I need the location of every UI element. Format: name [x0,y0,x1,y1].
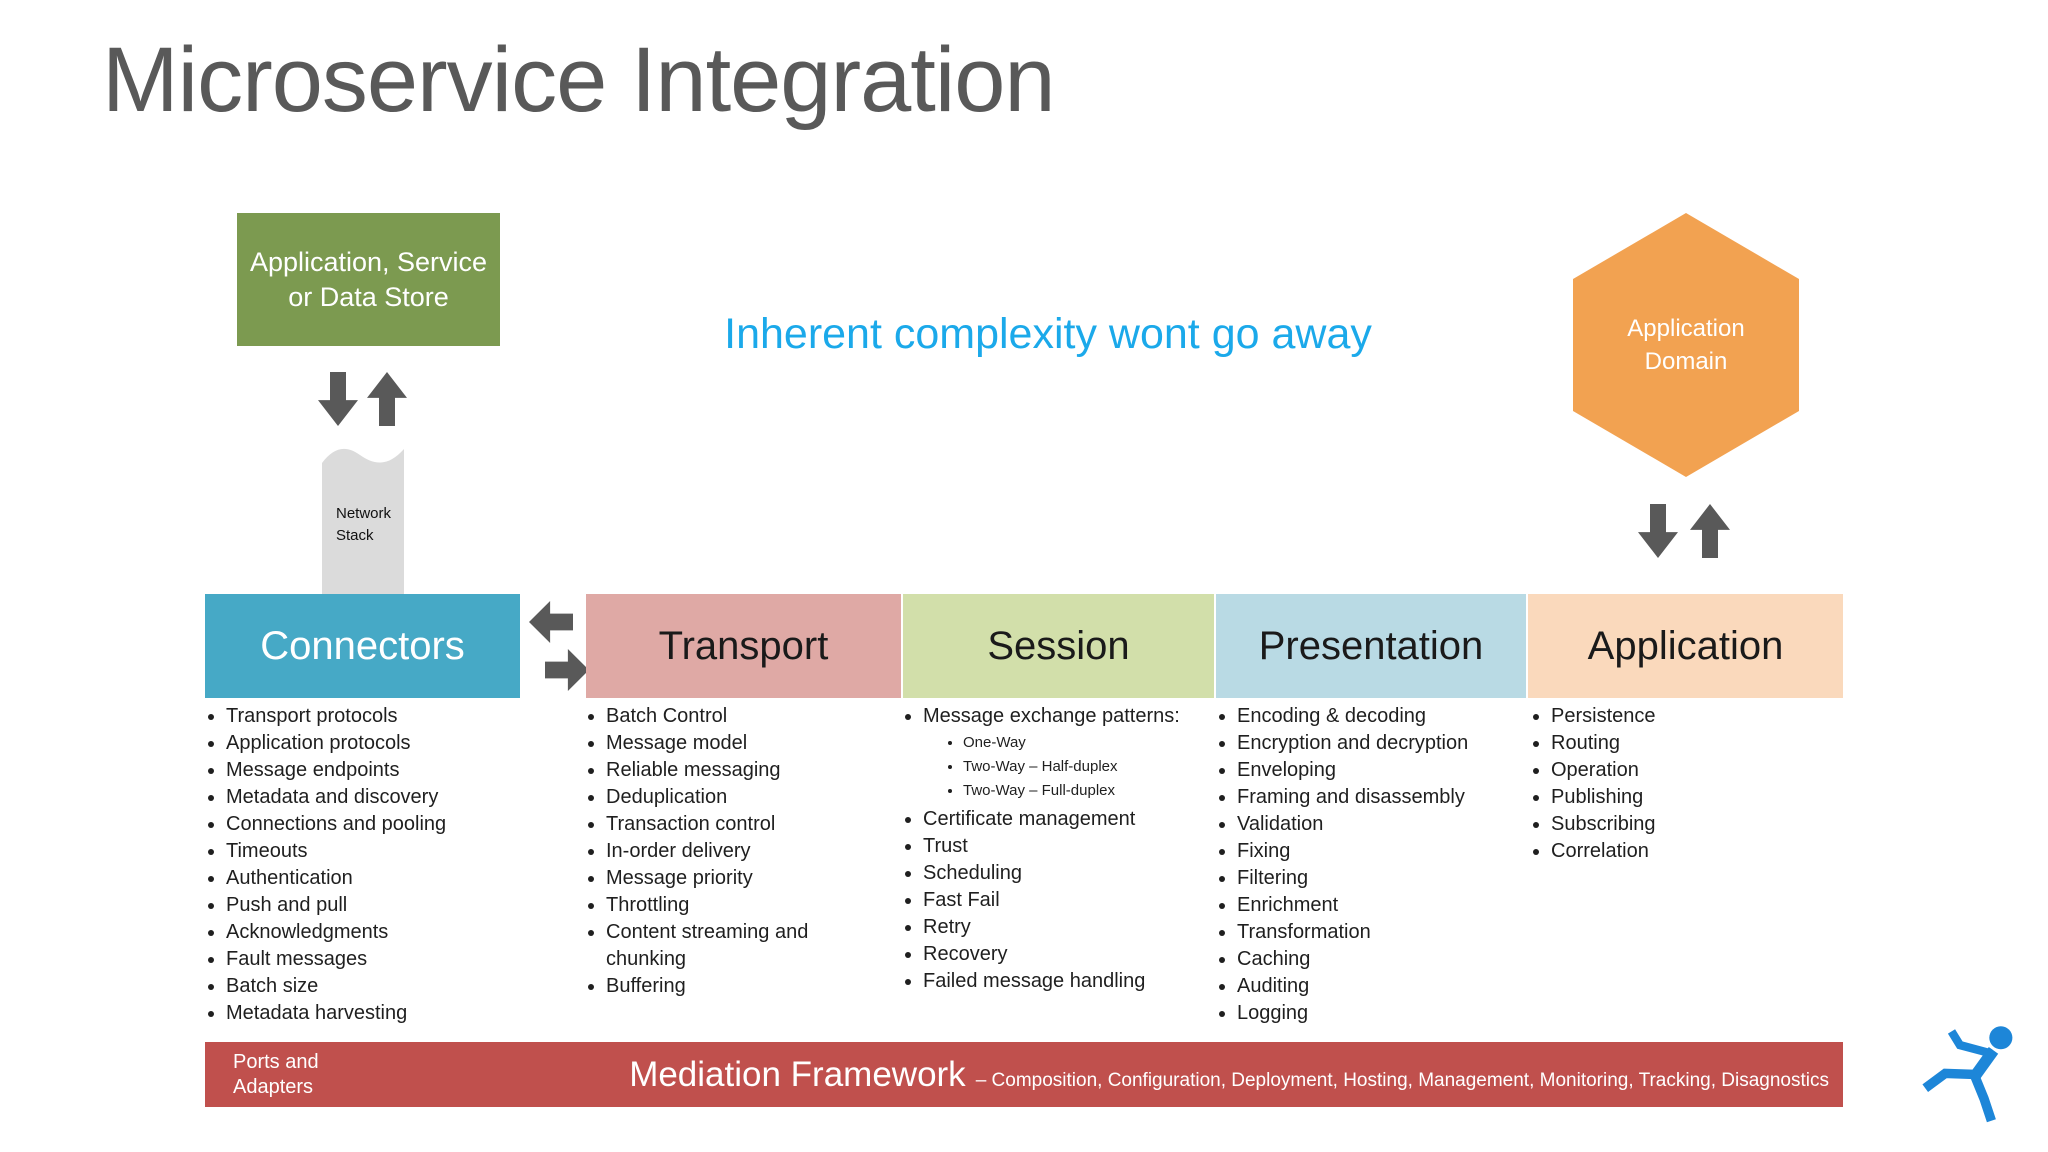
connectors-list: Transport protocolsApplication protocols… [200,703,526,1027]
up-arrow-icon [1690,504,1730,558]
list-item: Batch size [226,973,526,1000]
application-list: PersistenceRoutingOperationPublishingSub… [1525,703,1851,865]
list-item: Filtering [1237,865,1547,892]
list-item: Publishing [1551,784,1851,811]
list-item-text: Message exchange patterns: [923,705,1180,727]
list-item: Recovery [923,941,1243,968]
header-presentation: Presentation [1216,594,1526,698]
list-item: Retry [923,914,1243,941]
application-service-datastore-label: Application, Service or Data Store [249,246,488,312]
mediation-framework-label-group: Mediation Framework – Composition, Confi… [629,1055,1829,1095]
list-item: Acknowledgments [226,919,526,946]
list-item: Failed message handling [923,968,1243,995]
network-stack-line1: Network [336,505,392,522]
list-item: Batch Control [606,703,856,730]
list-item: Metadata and discovery [226,784,526,811]
list-item: In-order delivery [606,838,856,865]
network-stack-line2: Stack [336,527,374,544]
list-item: Operation [1551,757,1851,784]
ports-and-adapters-label: Ports and Adapters [233,1050,319,1100]
list-item: Deduplication [606,784,856,811]
sublist: One-WayTwo-Way – Half-duplexTwo-Way – Fu… [945,731,1243,803]
presentation-list: Encoding & decodingEncryption and decryp… [1211,703,1547,1027]
list-item: Encoding & decoding [1237,703,1547,730]
list-item: Framing and disassembly [1237,784,1547,811]
list-item: Fixing [1237,838,1547,865]
sublist-item: Two-Way – Half-duplex [963,755,1243,779]
torn-rectangle-shape [322,448,404,600]
list-item: Auditing [1237,973,1547,1000]
sublist-item: One-Way [963,731,1243,755]
list-item: Application protocols [226,730,526,757]
list-item: Fast Fail [923,887,1243,914]
list-item: Scheduling [923,860,1243,887]
mediation-framework-subtitle: – Composition, Configuration, Deployment… [975,1069,1829,1091]
list-item: Persistence [1551,703,1851,730]
right-arrow-icon [545,649,589,691]
list-item: Content streaming and chunking [606,919,856,973]
header-transport: Transport [586,594,901,698]
list-item: Metadata harvesting [226,1000,526,1027]
down-arrow-icon [1638,504,1678,558]
list-item: Message model [606,730,856,757]
list-item: Transaction control [606,811,856,838]
application-domain-hexagon: Application Domain [1573,213,1799,477]
left-arrow-icon [529,601,573,643]
list-item: Throttling [606,892,856,919]
down-arrow-icon [318,372,358,426]
list-item: Fault messages [226,946,526,973]
hex-label-line2: Domain [1644,348,1728,375]
header-connectors: Connectors [205,594,520,698]
session-list: Message exchange patterns:One-WayTwo-Way… [897,703,1243,995]
list-item: Enrichment [1237,892,1547,919]
list-item: Push and pull [226,892,526,919]
mediation-framework-title: Mediation Framework [629,1054,966,1094]
headline-text: Inherent complexity wont go away [724,310,1372,358]
network-stack-shape: Network Stack [322,443,404,600]
ports-and-adapters-line1: Ports and [233,1050,319,1073]
mediation-framework-bar: Ports and Adapters Mediation Framework –… [205,1042,1843,1107]
header-application: Application [1528,594,1843,698]
hex-label-line1: Application [1627,315,1745,342]
runner-logo-icon [1922,1026,2013,1123]
list-item: Caching [1237,946,1547,973]
list-item: Transformation [1237,919,1547,946]
ports-and-adapters-line2: Adapters [233,1075,314,1098]
list-item: Routing [1551,730,1851,757]
sublist-item: Two-Way – Full-duplex [963,779,1243,803]
header-session: Session [903,594,1214,698]
list-item: Correlation [1551,838,1851,865]
updown-arrows-right [1638,504,1730,558]
page-title: Microservice Integration [102,29,1056,131]
updown-arrows-left [318,372,407,426]
list-item: Reliable messaging [606,757,856,784]
application-service-datastore-box: Application, Service or Data Store [237,213,500,346]
list-item: Subscribing [1551,811,1851,838]
list-item: Trust [923,833,1243,860]
list-item: Encryption and decryption [1237,730,1547,757]
list-item: Logging [1237,1000,1547,1027]
list-item: Authentication [226,865,526,892]
hexagon-shape [1573,213,1799,477]
list-item: Transport protocols [226,703,526,730]
list-item: Enveloping [1237,757,1547,784]
application-domain-label: Application Domain [1573,213,1799,477]
list-item: Buffering [606,973,856,1000]
list-item: Connections and pooling [226,811,526,838]
list-item: Validation [1237,811,1547,838]
network-stack-label: Network Stack [336,503,391,547]
list-item: Message endpoints [226,757,526,784]
transport-list: Batch ControlMessage modelReliable messa… [580,703,856,1000]
list-item: Certificate management [923,806,1243,833]
list-item: Timeouts [226,838,526,865]
list-item: Message priority [606,865,856,892]
up-arrow-icon [367,372,407,426]
list-item: Message exchange patterns:One-WayTwo-Way… [923,703,1243,803]
